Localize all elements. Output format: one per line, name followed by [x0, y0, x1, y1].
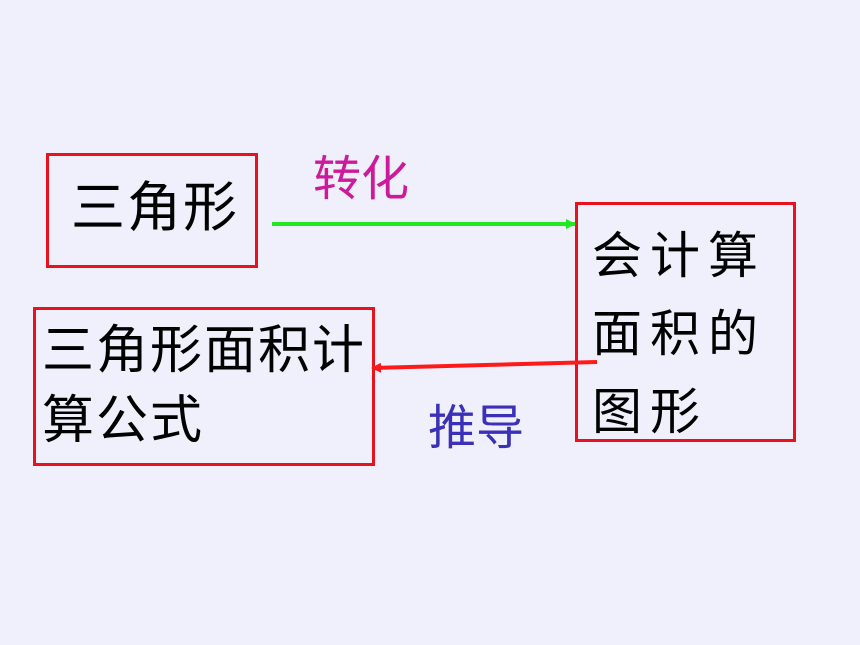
edge-label-derive: 推导 [428, 400, 525, 456]
node-area-formula: 三角形面积计算公式 [33, 307, 375, 466]
edge-label-transform: 转化 [313, 151, 410, 207]
node-computable-shape-label: 会计算面积的图形 [592, 227, 766, 441]
node-triangle-label: 三角形 [71, 176, 239, 239]
node-area-formula-label: 三角形面积计算公式 [42, 321, 367, 451]
arrow-derive [371, 360, 598, 373]
node-triangle: 三角形 [46, 153, 258, 268]
node-computable-shape: 会计算面积的图形 [575, 202, 796, 442]
